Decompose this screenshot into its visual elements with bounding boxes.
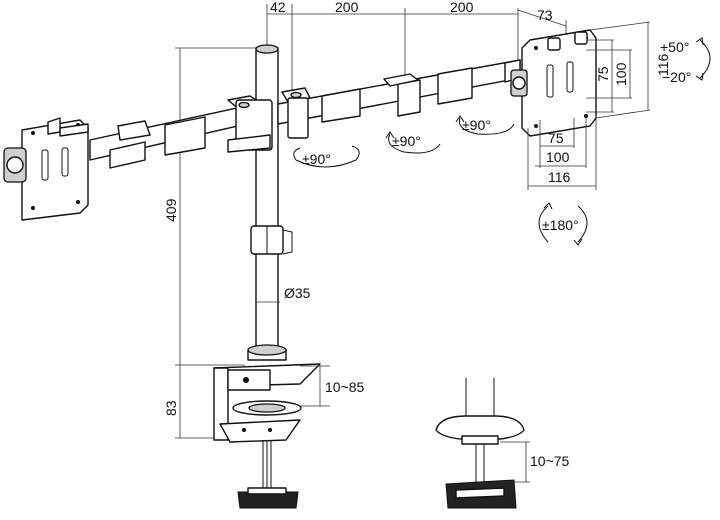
arm-segment-2-label: 200	[450, 0, 474, 15]
grommet-mount	[435, 378, 525, 509]
vesa-small-width-label: 75	[548, 130, 564, 146]
swivel-arrow-1	[293, 145, 360, 168]
plate-height-label: 116	[655, 53, 671, 76]
pole-height-label: 409	[163, 198, 179, 222]
vesa-large-width-label: 100	[546, 149, 570, 165]
vesa-large-height-label: 100	[613, 62, 629, 86]
clamp-height-label: 83	[163, 400, 179, 416]
arm-offset-label: 42	[270, 0, 286, 15]
clamp-range-label: 10~85	[325, 379, 365, 395]
swivel-arrow-3	[455, 115, 515, 135]
swivel-3-label: ±90°	[462, 117, 491, 133]
swivel-arrow-2	[385, 131, 441, 154]
vesa-depth-label: 73	[537, 7, 553, 23]
desk-clamp	[213, 344, 321, 509]
grommet-range-label: 10~75	[530, 453, 570, 469]
right-plate-height-dims	[586, 21, 651, 119]
grommet-range-dims	[500, 441, 530, 483]
plate-width-label: 116	[548, 169, 571, 185]
tilt-up-label: +50°	[660, 39, 689, 55]
right-vesa-plate	[510, 29, 597, 137]
arm-beam	[89, 59, 521, 169]
vesa-small-height-label: 75	[595, 66, 611, 82]
rotate-arrow	[538, 202, 588, 246]
tilt-down-label: −20°	[662, 69, 691, 85]
arm-segment-1-label: 200	[335, 0, 359, 15]
top-dimension-lines	[266, 4, 567, 95]
swivel-1-label: ±90°	[302, 151, 331, 167]
rotate-label: ±180°	[542, 217, 579, 233]
right-plate-width-dims	[527, 115, 597, 190]
tilt-arrow	[695, 37, 711, 81]
pole-diameter-label: Ø35	[284, 285, 311, 301]
left-vesa-plate	[3, 117, 89, 221]
swivel-2-label: ±90°	[392, 133, 421, 149]
clamp-range-dims	[300, 365, 330, 407]
